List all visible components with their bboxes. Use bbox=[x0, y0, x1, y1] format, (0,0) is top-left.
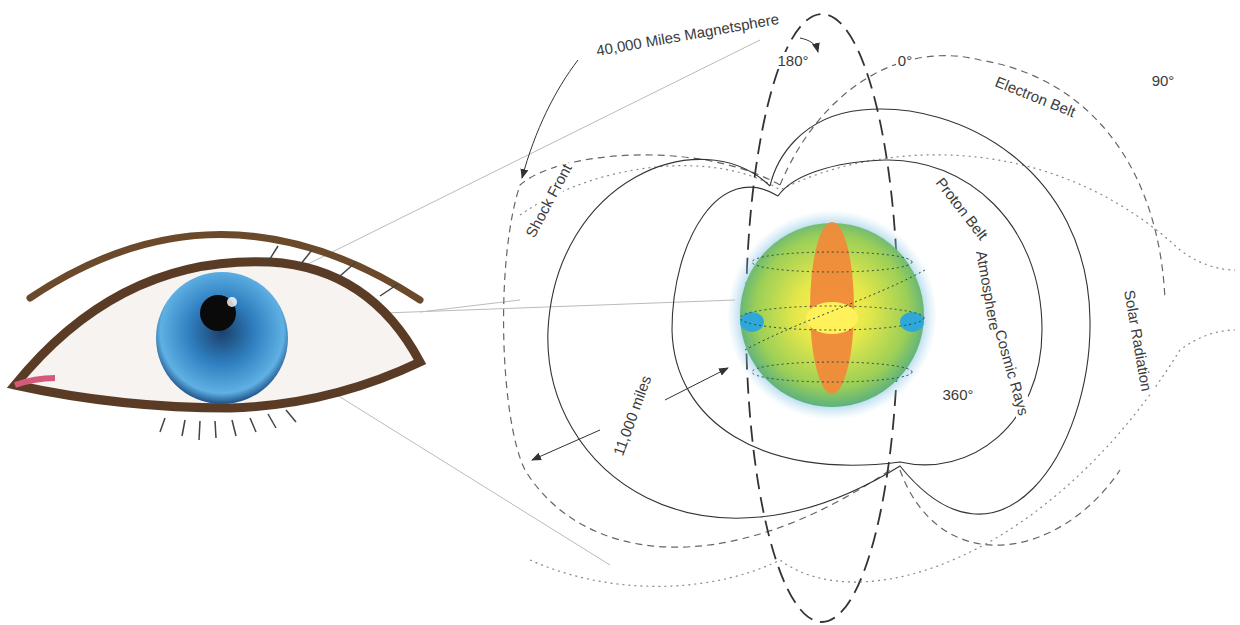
part-label: 0° bbox=[896, 52, 914, 69]
part-label: Proton Belt bbox=[931, 172, 993, 244]
part-label: 40,000 Miles Magnetsphere bbox=[593, 9, 782, 59]
part-label: 90° bbox=[1150, 72, 1177, 89]
part-label: 360° bbox=[940, 386, 975, 403]
eye-illustration bbox=[15, 234, 420, 440]
part-label: Atmosphere bbox=[972, 247, 1003, 334]
part-label: 11,000 miles bbox=[609, 371, 655, 459]
earth-illustration bbox=[727, 210, 937, 420]
part-label: Cosmic Rays bbox=[991, 325, 1033, 418]
part-label: Solar Radiation bbox=[1120, 286, 1155, 394]
part-label: Shock Front bbox=[521, 159, 576, 242]
part-label: Electron Belt bbox=[992, 71, 1081, 120]
part-label: 180° bbox=[775, 52, 810, 69]
